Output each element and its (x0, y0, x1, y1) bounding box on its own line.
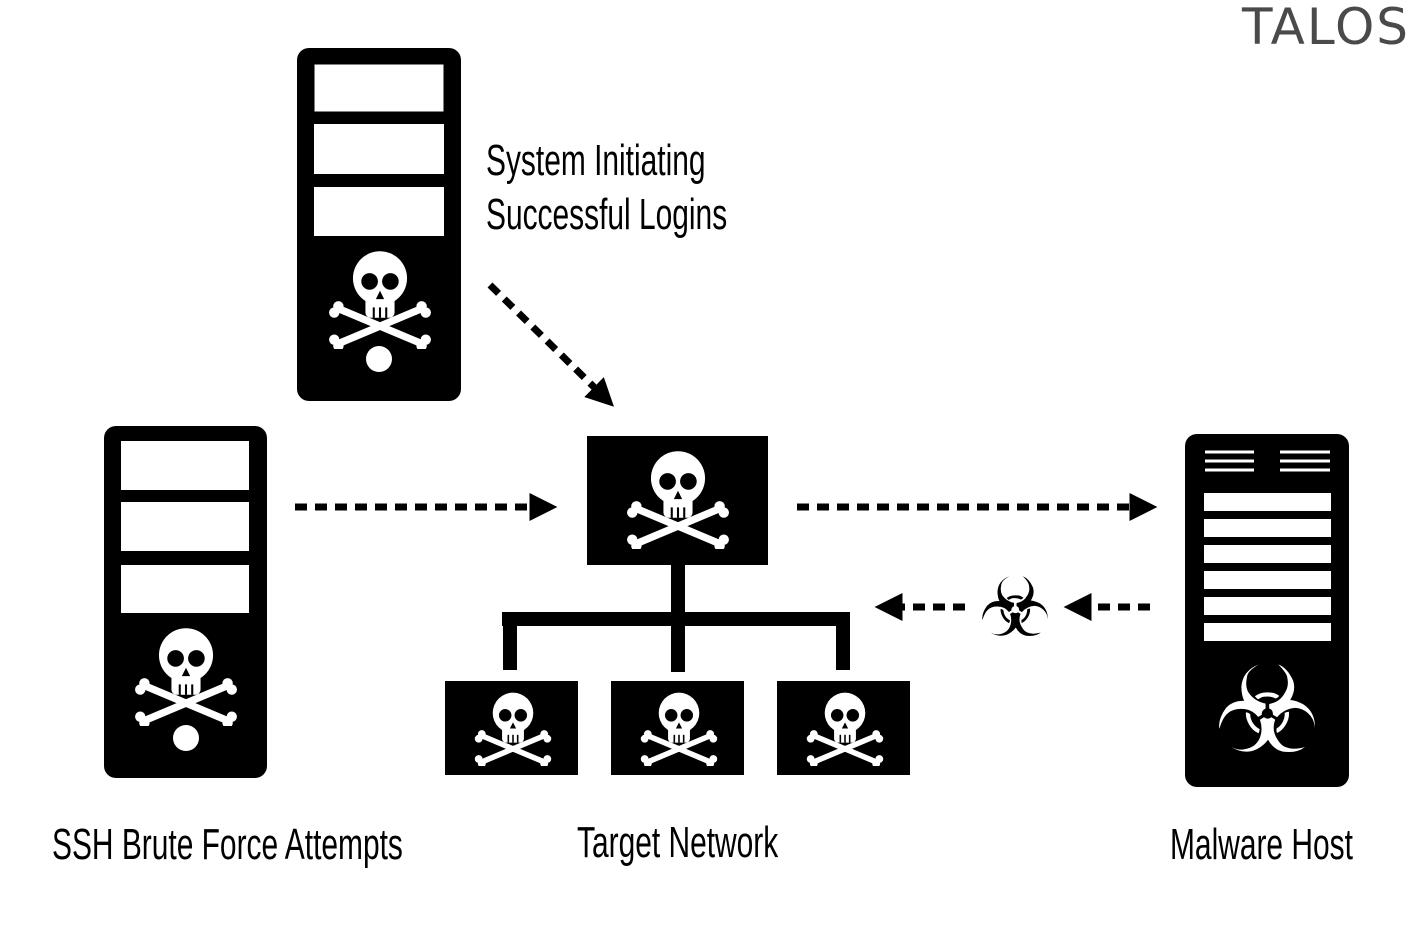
power-button-icon (173, 725, 199, 751)
arrow-initiator-to-target (487, 282, 614, 407)
talos-logo: TALOS (1242, 0, 1411, 56)
biohazard-icon: ☣ (1213, 642, 1321, 781)
malware-host-label: Malware Host (1170, 820, 1353, 869)
brute-force-label: SSH Brute Force Attempts (52, 820, 403, 869)
biohazard-icon: ☣ (978, 561, 1052, 656)
target-network (445, 436, 910, 775)
initiator-label-line1: System Initiating (486, 136, 706, 185)
power-button-icon (366, 346, 392, 372)
target-network-label: Target Network (577, 818, 779, 867)
brute-force-server (104, 426, 267, 778)
initiator-label-line2: Successful Logins (486, 190, 728, 239)
initiator-server (297, 48, 461, 401)
malware-host-server: ☣ (1185, 434, 1349, 787)
